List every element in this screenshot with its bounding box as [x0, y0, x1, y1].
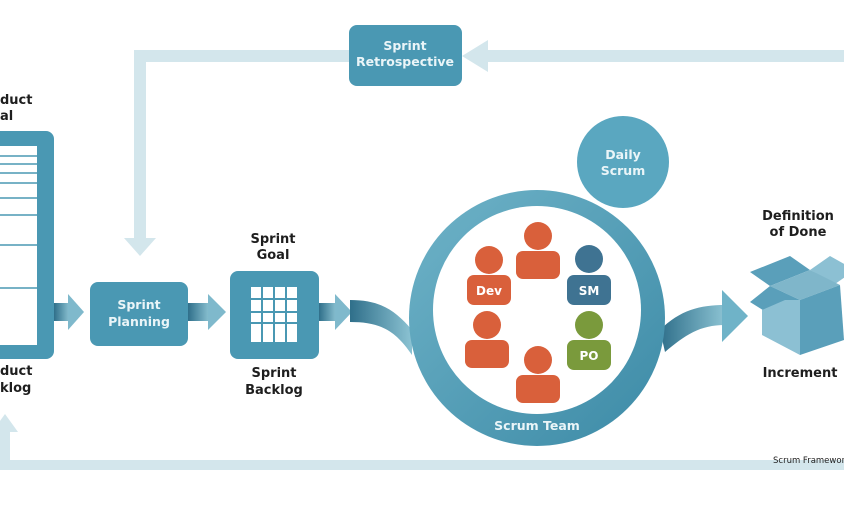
increment-box-icon — [750, 256, 844, 355]
retrospective-label-2: Retrospective — [356, 54, 454, 69]
sprint-backlog-label-1: Sprint — [251, 366, 296, 381]
sprint-backlog-box — [230, 271, 319, 359]
product-backlog-label-2: klog — [0, 381, 31, 396]
definition-of-done-label-1: Definition — [762, 209, 834, 224]
person-icon — [465, 311, 509, 368]
sprint-retrospective-box: Sprint Retrospective — [349, 25, 462, 86]
increment-label: Increment — [763, 366, 838, 381]
daily-scrum-label-1: Daily — [605, 147, 641, 162]
flow-arrow — [54, 294, 84, 330]
scrum-team-label: Scrum Team — [494, 418, 580, 433]
daily-scrum-circle: Daily Scrum — [577, 116, 669, 208]
person-icon-po: PO — [567, 311, 611, 370]
dev-label: Dev — [476, 284, 502, 298]
retrospective-label-1: Sprint — [383, 38, 426, 53]
daily-scrum-label-2: Scrum — [601, 163, 646, 178]
flow-arrow — [319, 294, 352, 330]
sprint-goal-label-1: Sprint — [250, 232, 295, 247]
person-icon-dev: Dev — [467, 246, 511, 305]
planning-label-2: Planning — [108, 314, 170, 329]
flow-arrow — [188, 294, 226, 330]
product-goal-label-1: duct — [0, 93, 32, 108]
product-goal-label-2: al — [0, 109, 13, 124]
person-icon — [516, 222, 560, 279]
sprint-entry-arrow — [350, 300, 412, 355]
person-icon-sm: SM — [567, 245, 611, 305]
sprint-backlog-label-2: Backlog — [245, 383, 303, 398]
sm-label: SM — [579, 284, 600, 298]
caption: Scrum Framewor — [773, 456, 844, 466]
sprint-goal-label-2: Goal — [257, 248, 290, 263]
planning-label-1: Sprint — [117, 297, 160, 312]
person-icon — [516, 346, 560, 403]
retrospective-loop-arrow — [124, 40, 844, 256]
increment-loop-arrow — [0, 414, 844, 470]
product-backlog-box — [0, 131, 54, 359]
sprint-exit-arrow — [660, 290, 748, 352]
po-label: PO — [580, 349, 599, 363]
product-backlog-label-1: duct — [0, 364, 32, 379]
sprint-planning-box: Sprint Planning — [90, 282, 188, 346]
definition-of-done-label-2: of Done — [770, 225, 827, 240]
